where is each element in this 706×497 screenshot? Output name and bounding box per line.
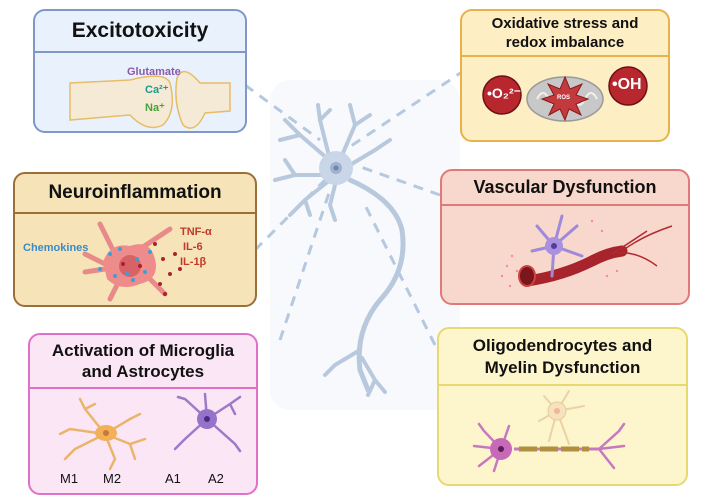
mitochondria-ros-icon: [482, 66, 648, 122]
neurovascular-unit-icon: [500, 214, 673, 288]
panel-title-line2: redox imbalance: [505, 34, 625, 51]
panel-neuroinflammation-header: Neuroinflammation: [15, 174, 255, 214]
connector-glia: [278, 189, 332, 341]
microglia-icon: [58, 397, 147, 471]
panel-title-line1: Oligodendrocytes and: [472, 335, 653, 355]
panel-title-line1: Oxidative stress and: [491, 15, 639, 32]
hydroxyl-label: •OH: [612, 76, 642, 93]
activated-microglia-icon: [82, 221, 182, 302]
il6-label: IL-6: [183, 241, 203, 253]
sodium-label: Na⁺: [145, 102, 165, 114]
neuron-dendrites-icon: [472, 422, 626, 473]
panel-glia-header: Activation of Microglia and Astrocytes: [30, 335, 256, 389]
panel-excitotoxicity-header: Excitotoxicity: [35, 11, 245, 53]
connector-vascular: [354, 163, 441, 197]
neuron-icon: [273, 103, 406, 397]
panel-oligodendrocytes-header: Oligodendrocytes and Myelin Dysfunction: [439, 329, 686, 386]
panel-glia-activation: Activation of Microglia and Astrocytes M…: [28, 333, 258, 495]
panel-title-line2: Myelin Dysfunction: [484, 357, 641, 377]
panel-title: Excitotoxicity: [71, 19, 209, 42]
panel-excitotoxicity: Excitotoxicity Glutamate Ca²⁺ Na⁺: [33, 9, 247, 133]
astrocyte-icon: [173, 392, 242, 453]
synapse-icon: [69, 70, 231, 129]
hydroxyl-icon: [608, 66, 648, 106]
il1b-label: IL-1β: [180, 256, 207, 268]
panel-vascular-dysfunction: Vascular Dysfunction: [440, 169, 690, 305]
glutamate-label: Glutamate: [127, 66, 181, 78]
panel-title-line1: Activation of Microglia: [51, 341, 235, 360]
chemokines-label: Chemokines: [23, 242, 89, 254]
panel-title-line2: and Astrocytes: [81, 362, 205, 381]
myelinated-neuron-icon: [472, 390, 626, 473]
panel-neuroinflammation: Neuroinflammation Chemokines TNF-α IL-6 …: [13, 172, 257, 307]
ros-label: ROS: [557, 95, 571, 101]
a1-label: A1: [165, 471, 181, 486]
panel-title: Vascular Dysfunction: [473, 177, 657, 197]
m2-label: M2: [103, 471, 122, 486]
superoxide-icon: [482, 75, 522, 115]
connector-excitotoxicity: [244, 83, 321, 142]
glia-cells-icon: [58, 392, 242, 471]
a2-label: A2: [208, 471, 224, 486]
panel-oxidative-stress: Oxidative stress and redox imbalance •O₂…: [460, 9, 670, 142]
superoxide-label: •O₂²⁻: [487, 85, 522, 101]
panel-title: Neuroinflammation: [48, 182, 222, 203]
connector-oligodendrocytes: [363, 204, 437, 346]
panel-oxidative-header: Oxidative stress and redox imbalance: [462, 11, 668, 57]
connector-oxidative: [344, 68, 466, 152]
ros-burst-icon: [540, 75, 590, 122]
panel-vascular-header: Vascular Dysfunction: [442, 171, 688, 206]
tnf-alpha-label: TNF-α: [180, 226, 212, 238]
oligodendrocyte-icon: [538, 390, 585, 445]
panel-oligodendrocytes: Oligodendrocytes and Myelin Dysfunction: [437, 327, 688, 486]
m1-label: M1: [60, 471, 79, 486]
calcium-label: Ca²⁺: [145, 84, 169, 96]
